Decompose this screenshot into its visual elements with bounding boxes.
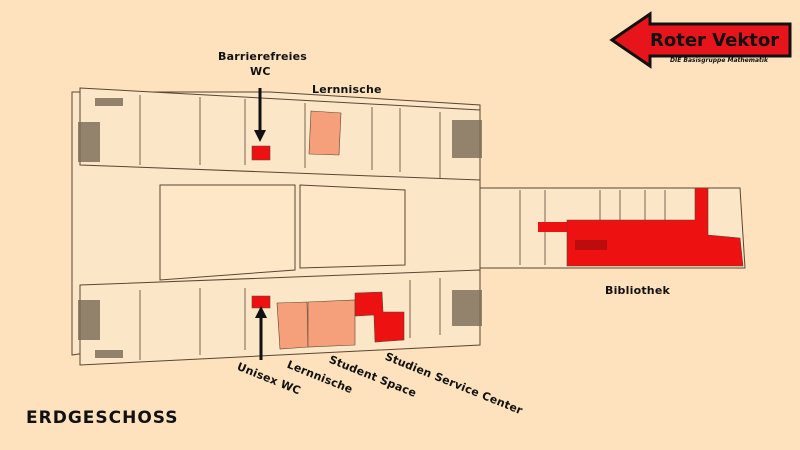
student-space-room [307,299,356,348]
bibliothek-corridor [538,222,567,232]
logo-arrow [609,11,792,69]
bibliothek-shelves [575,240,607,250]
logo-title: Roter Vektor [650,30,780,51]
courtyard-east [299,184,406,269]
lernnische-top-room [308,110,342,156]
label-bibliothek: Bibliothek [605,284,670,297]
label-barrierefreies-wc-line2: WC [250,65,271,78]
barrierefreies-wc-room [251,145,271,161]
courtyard-west [159,184,296,281]
bibliothek-room [566,187,744,267]
lernnische-bottom-room [276,301,309,350]
label-barrierefreies-wc-line1: Barrierefreies [218,50,308,63]
unisex-wc-room [251,295,271,309]
floor-label: ERDGESCHOSS [26,408,179,428]
label-lernnische-top: Lernnische [312,83,382,96]
studien-service-center-room [354,291,405,343]
logo-subtitle: DIE Basisgruppe Mathematik [670,57,768,64]
